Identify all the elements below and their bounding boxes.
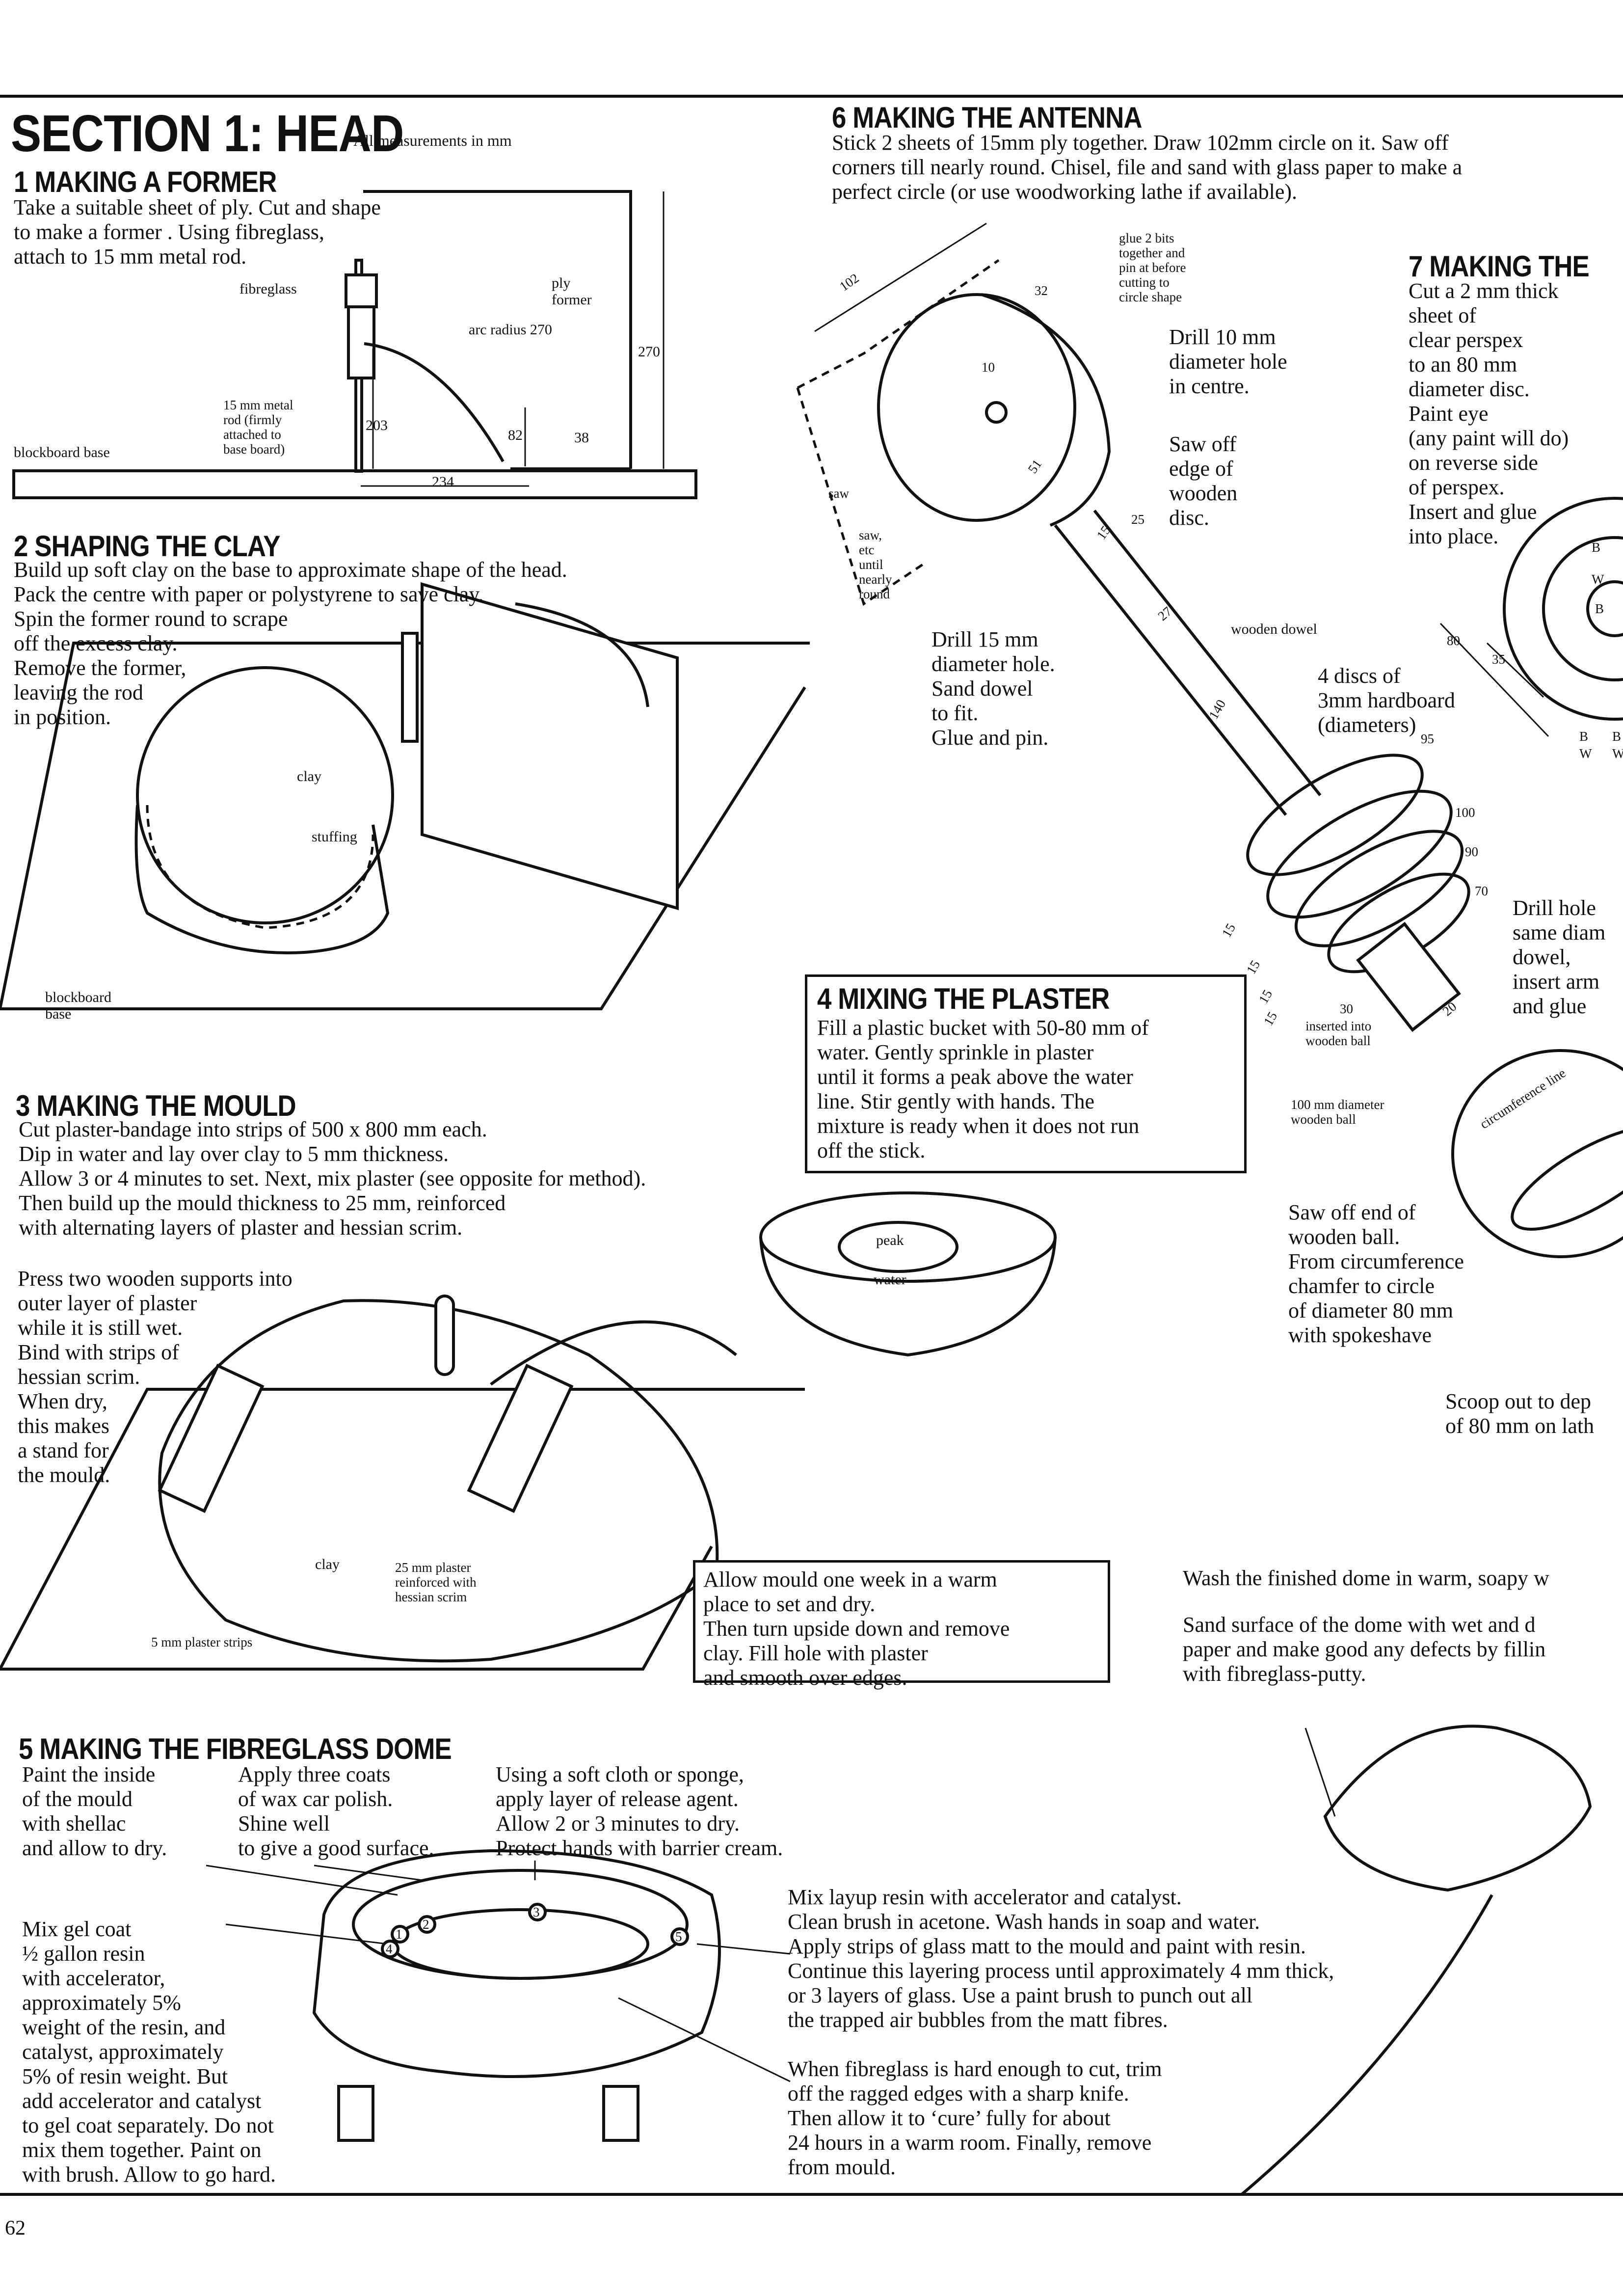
section-subtitle: All measurements in mm: [353, 132, 512, 149]
mould-drying-note: Allow mould one week in a warm place to …: [693, 1560, 1110, 1690]
disc-diameter-70: 70: [1475, 884, 1488, 898]
marker-4: 4: [386, 1942, 393, 1956]
step3-supports-text: Press two wooden supports into outer lay…: [18, 1267, 293, 1487]
antenna-diagram: [796, 222, 1623, 1258]
label-metal-rod: 15 mm metal rod (firmly attached to base…: [223, 398, 293, 457]
label-scoop: Scoop out to dep of 80 mm on lath: [1445, 1389, 1595, 1438]
label-wooden-ball: 100 mm diameter wooden ball: [1291, 1097, 1384, 1127]
eye-ring-middle-label: W: [1592, 572, 1604, 587]
step7-heading: 7 MAKING THE: [1409, 250, 1590, 283]
label-4-discs: 4 discs of 3mm hardboard (diameters): [1318, 664, 1455, 737]
step3-heading: 3 MAKING THE MOULD: [16, 1089, 296, 1122]
label-blockboard-base-2: blockboard base: [45, 989, 111, 1022]
step4-box: 4 MIXING THE PLASTER Fill a plastic buck…: [805, 974, 1247, 1173]
eye-diagram: [1439, 497, 1623, 737]
label-mould-clay: clay: [315, 1556, 340, 1572]
step4-heading: 4 MIXING THE PLASTER: [817, 982, 1110, 1015]
marker-5: 5: [675, 1929, 682, 1944]
eye-legend-w1: W: [1579, 746, 1592, 761]
label-saw-edge: Saw off edge of wooden disc.: [1169, 432, 1238, 530]
step5-layup: Mix layup resin with accelerator and cat…: [788, 1885, 1334, 2032]
label-drill-15mm: Drill 15 mm diameter hole. Sand dowel to…: [931, 627, 1055, 750]
dim-203: 203: [366, 417, 388, 433]
step5-gel-coat: Mix gel coat ½ gallon resin with acceler…: [22, 1917, 276, 2187]
step3-text: Cut plaster-bandage into strips of 500 x…: [19, 1117, 646, 1240]
bucket-diagram: [759, 1191, 1057, 1357]
label-inserted: inserted into wooden ball: [1305, 1019, 1372, 1048]
step1-heading: 1 MAKING A FORMER: [14, 165, 277, 198]
step2-heading: 2 SHAPING THE CLAY: [14, 530, 280, 563]
label-saw-end: Saw off end of wooden ball. From circumf…: [1288, 1200, 1464, 1347]
label-arc-radius: arc radius 270: [469, 322, 552, 338]
mould-diagram: [0, 1295, 805, 1671]
eye-legend-b1: B: [1579, 729, 1589, 744]
eye-ring-outer-label: B: [1592, 540, 1601, 555]
step6-text: Stick 2 sheets of 15mm ply together. Dra…: [832, 131, 1463, 204]
label-5mm-strips: 5 mm plaster strips: [151, 1635, 253, 1649]
step4-text: Fill a plastic bucket with 50-80 mm of w…: [817, 1016, 1149, 1162]
step5-release-agent: Using a soft cloth or sponge, apply laye…: [496, 1762, 783, 1860]
step5-heading: 5 MAKING THE FIBREGLASS DOME: [19, 1732, 452, 1765]
label-glue-bits: glue 2 bits together and pin at before c…: [1119, 231, 1186, 304]
dim-25: 25: [1131, 512, 1144, 527]
page-number: 62: [5, 2217, 26, 2240]
step5-sand: Sand surface of the dome with wet and d …: [1183, 1613, 1546, 1686]
step5-wax: Apply three coats of wax car polish. Shi…: [238, 1762, 434, 1860]
label-peak: peak: [876, 1232, 904, 1248]
step5-trim: When fibreglass is hard enough to cut, t…: [788, 2057, 1162, 2179]
label-drill-hole: Drill hole same diam dowel, insert arm a…: [1513, 896, 1606, 1018]
dim-82: 82: [508, 427, 523, 443]
step1-text: Take a suitable sheet of ply. Cut and sh…: [14, 195, 381, 269]
label-25mm-plaster: 25 mm plaster reinforced with hessian sc…: [395, 1560, 477, 1604]
step5-shellac: Paint the inside of the mould with shell…: [22, 1762, 167, 1860]
eye-dim-35: 35: [1492, 652, 1505, 667]
dim-234: 234: [432, 474, 454, 490]
section-title: SECTION 1: HEAD: [11, 105, 404, 162]
label-blockboard-base: blockboard base: [14, 444, 110, 460]
label-drill-10mm: Drill 10 mm diameter hole in centre.: [1169, 325, 1287, 398]
dim-32: 32: [1035, 283, 1048, 298]
label-water: water: [874, 1271, 906, 1288]
step2-text: Build up soft clay on the base to approx…: [14, 558, 567, 729]
label-saw: saw: [828, 486, 849, 501]
label-saw-etc: saw, etc until nearly round: [859, 528, 892, 601]
step7-text: Cut a 2 mm thick sheet of clear perspex …: [1409, 279, 1569, 548]
dim-10: 10: [982, 360, 995, 375]
eye-dim-80: 80: [1447, 633, 1460, 648]
marker-1: 1: [396, 1927, 402, 1942]
label-clay: clay: [297, 768, 321, 784]
step5-wash: Wash the finished dome in warm, soapy w: [1183, 1566, 1549, 1590]
disc-diameter-95: 95: [1421, 731, 1434, 746]
label-stuffing: stuffing: [312, 829, 357, 845]
marker-3: 3: [533, 1905, 540, 1919]
former-diagram: [12, 190, 697, 499]
eye-legend-b2: B: [1612, 729, 1622, 744]
label-wooden-dowel: wooden dowel: [1231, 621, 1317, 637]
label-fibreglass: fibreglass: [239, 281, 297, 297]
eye-legend-w2: W: [1612, 746, 1623, 761]
disc-diameter-100: 100: [1455, 805, 1475, 820]
marker-2: 2: [423, 1917, 429, 1932]
dim-38: 38: [574, 430, 589, 446]
disc-diameter-90: 90: [1465, 844, 1478, 859]
clay-shaping-diagram: [0, 582, 810, 1010]
fibreglass-mould-diagram: [206, 1725, 1592, 2196]
eye-ring-inner-label: B: [1595, 601, 1604, 616]
step6-heading: 6 MAKING THE ANTENNA: [832, 101, 1143, 134]
dim-30: 30: [1340, 1001, 1353, 1016]
dim-270: 270: [638, 344, 660, 360]
label-ply-former: ply former: [552, 275, 592, 308]
